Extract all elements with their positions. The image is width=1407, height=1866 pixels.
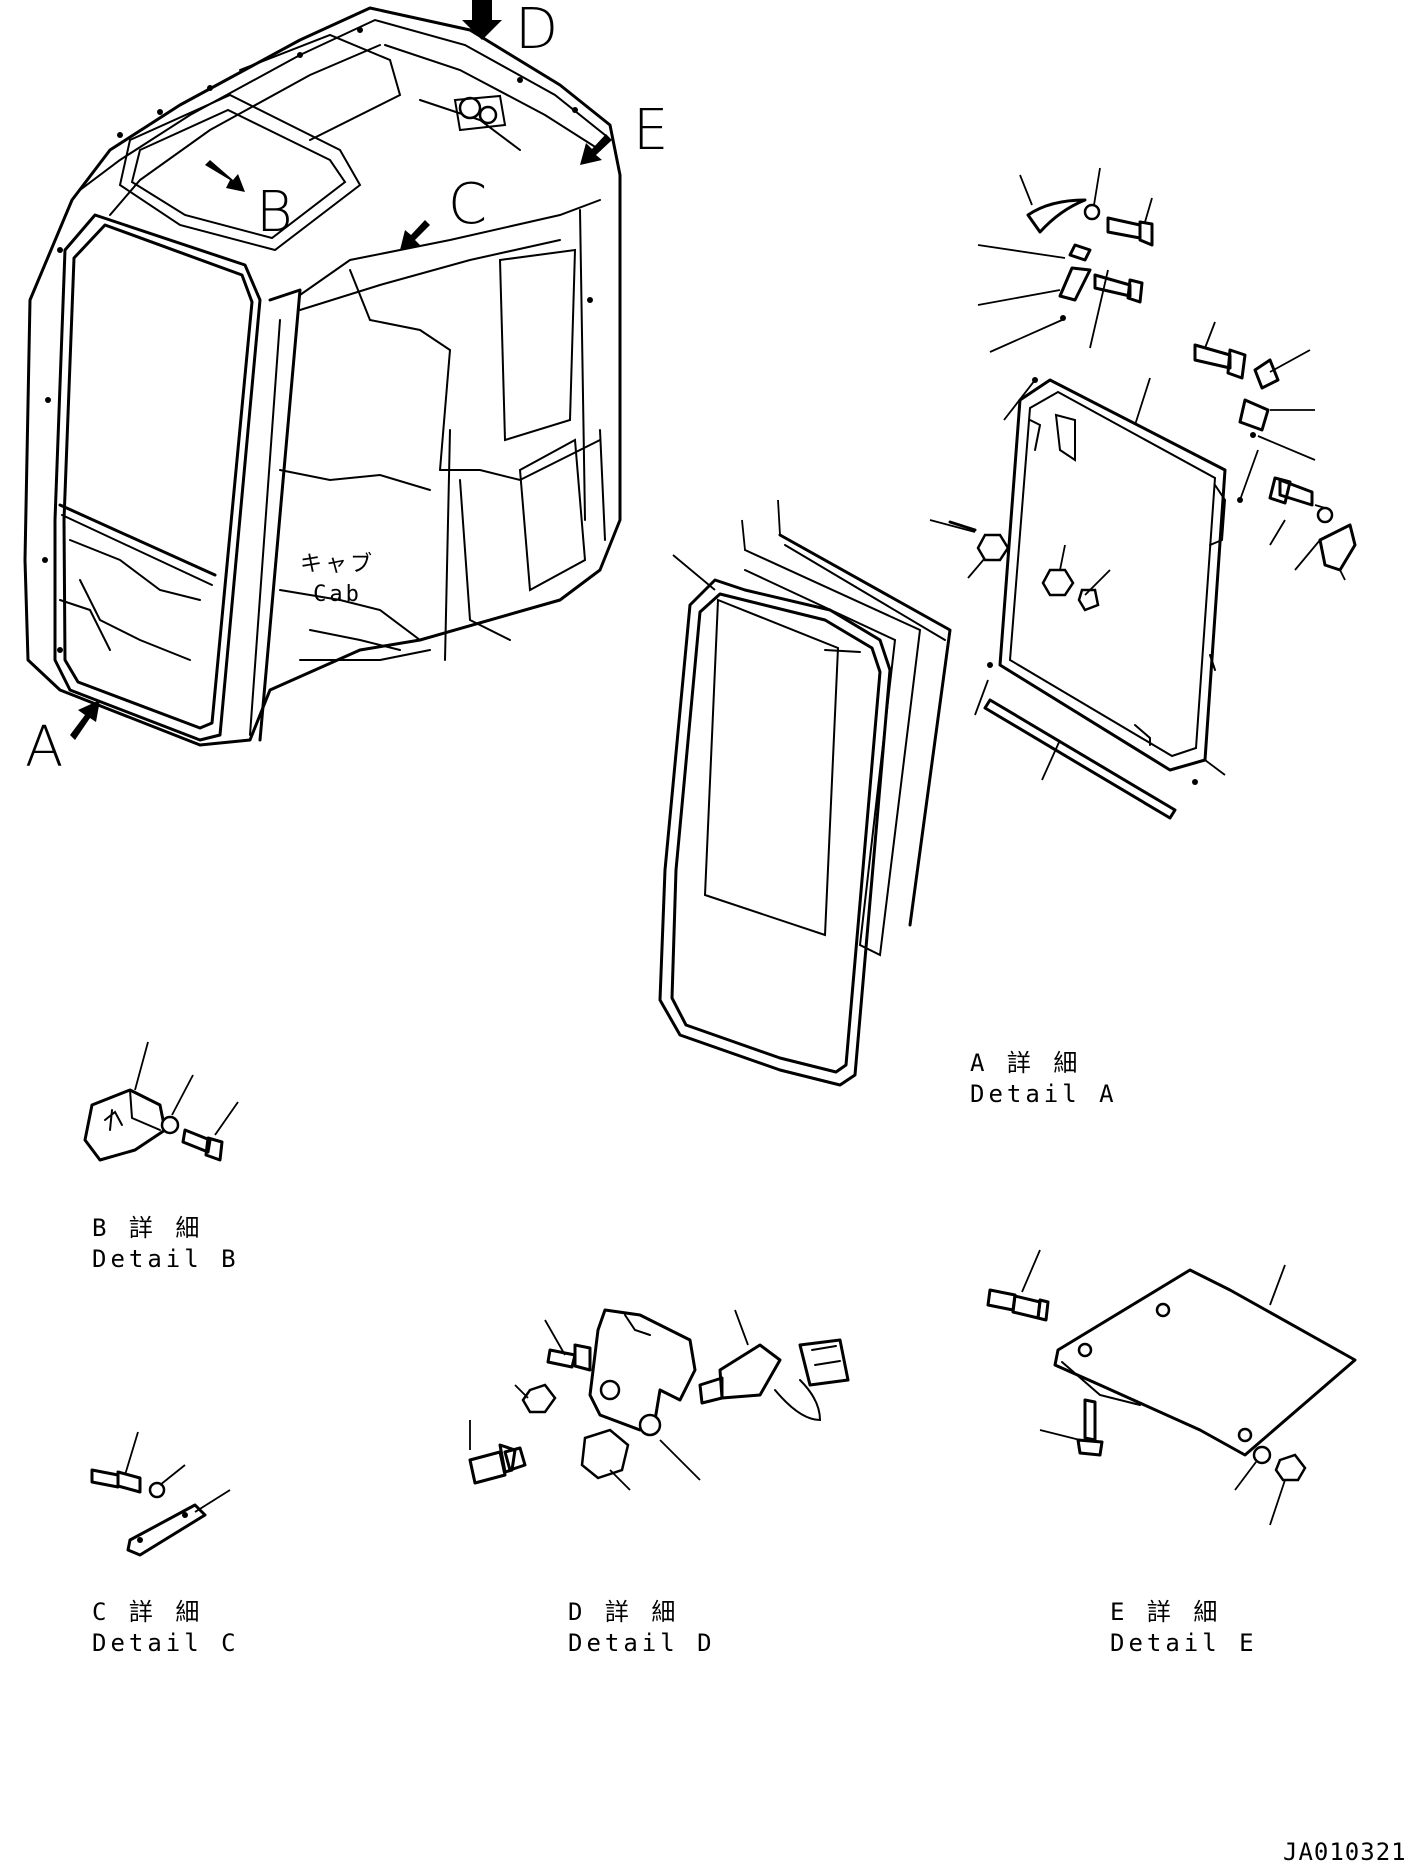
detail-c-caption-jp: C 詳 細 [92, 1598, 204, 1626]
drawing-code: JA010321 [1283, 1838, 1407, 1866]
detail-e-caption-en: Detail E [1110, 1629, 1258, 1657]
detail-a-caption: A 詳 細 Detail A [970, 1048, 1118, 1110]
detail-b-drawing [83, 1041, 239, 1162]
detail-b-caption: B 詳 細 Detail B [92, 1213, 240, 1275]
detail-d-caption: D 詳 細 Detail D [568, 1597, 716, 1659]
detail-c-caption-en: Detail C [92, 1629, 240, 1657]
detail-d-drawing [468, 1308, 850, 1491]
detail-a-caption-jp: A 詳 細 [970, 1049, 1082, 1077]
cab-label-en: Cab [313, 582, 362, 607]
view-marker-c: C [448, 172, 488, 237]
view-marker-d: D [515, 0, 559, 62]
view-marker-a: A [25, 715, 64, 780]
detail-c-caption: C 詳 細 Detail C [92, 1597, 240, 1659]
detail-d-caption-en: Detail D [568, 1629, 716, 1657]
view-arrow-d [462, 0, 502, 40]
detail-c-drawing [90, 1431, 231, 1557]
view-marker-e: E [633, 98, 669, 163]
detail-b-caption-en: Detail B [92, 1245, 240, 1273]
detail-b-caption-jp: B 詳 細 [92, 1214, 204, 1242]
view-arrow-c [400, 220, 430, 250]
detail-e-caption: E 詳 細 Detail E [1110, 1597, 1258, 1659]
cab-frame [23, 6, 622, 747]
detail-d-caption-jp: D 詳 細 [568, 1598, 680, 1626]
detail-a-caption-en: Detail A [970, 1080, 1118, 1108]
detail-e-drawing [986, 1249, 1357, 1526]
view-arrow-b [205, 160, 245, 192]
view-marker-b: B [256, 180, 293, 245]
view-arrow-e [580, 134, 612, 165]
detail-a-drawing [658, 167, 1357, 1087]
cab-label: キャブ Cab [300, 550, 375, 610]
view-arrow-a [70, 700, 100, 740]
detail-e-caption-jp: E 詳 細 [1110, 1598, 1222, 1626]
cab-label-jp: キャブ [300, 552, 376, 577]
